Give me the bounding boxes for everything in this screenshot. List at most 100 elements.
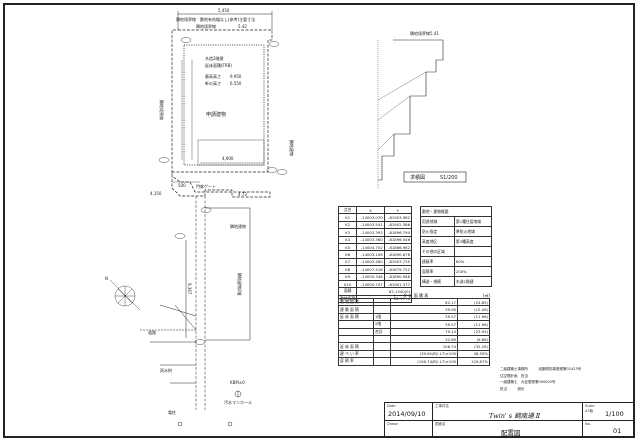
reg-title-row: 敷地・建物概要	[420, 206, 492, 217]
table-row: K2-14003.541-81902.386	[337, 220, 413, 230]
project-name: Twin' s 鋼南通 Ⅱ	[489, 412, 541, 420]
neighbor-right: 隣地建物	[289, 140, 295, 156]
cell: -81896.546	[383, 235, 413, 244]
cell: -14003.480	[356, 257, 385, 267]
cell: 木造2階建	[453, 276, 493, 287]
table-row: K8-14007.416-81879.722	[337, 265, 413, 274]
table-row: 防火指定準防火地域	[420, 226, 493, 237]
cell: その他の区域	[420, 246, 455, 257]
cell: -81903.982	[383, 213, 413, 222]
manhole-label: 汚水マンホール	[224, 399, 252, 405]
date-label: Date	[387, 404, 396, 408]
cell: 建蔽率	[420, 256, 455, 267]
cell: -14003.070	[356, 213, 385, 222]
cell: 129.87%	[457, 357, 490, 366]
cell: K9	[337, 272, 358, 281]
cell: -14003.106	[356, 250, 385, 259]
cell: -81886.982	[383, 242, 413, 252]
reg-title: 敷地・建物概要	[420, 206, 492, 217]
area-title-text: ト ー タ ル 面 積 表	[392, 293, 429, 298]
building-footprint	[183, 44, 265, 166]
building-step	[197, 139, 265, 166]
note-line: 一級建築士 大臣登録第000000号	[500, 380, 556, 384]
coord-header-point: 点名	[337, 205, 358, 215]
table-row: K6-14003.106-81890.676	[337, 250, 413, 259]
cell: 建 ぺ い 率	[338, 349, 374, 359]
detail-scale: S1/200	[440, 175, 458, 181]
cell	[372, 357, 391, 366]
cell	[338, 334, 374, 344]
table-row: K1-14003.070-81903.982	[337, 213, 413, 222]
dim-4150: 4,150	[150, 191, 162, 196]
cell: (24.85)	[457, 297, 490, 307]
cell	[372, 297, 391, 307]
cell: -81890.676	[383, 250, 413, 259]
road-name: 道路	[148, 329, 156, 335]
detail-dim: 5.41	[430, 31, 439, 36]
scale-cell: Scale A3版 1/100 No. 01	[583, 403, 635, 436]
table-row: 32.60(9.86)	[338, 334, 490, 344]
floors-text: 木造2階建	[205, 55, 224, 61]
cell: -81903.735	[383, 257, 413, 267]
cell: 容積率	[420, 266, 455, 277]
building-2f: 隣地建物2階	[237, 273, 243, 296]
sheet-number: 01	[613, 427, 622, 435]
table-row: K3-14003.393-81896.794	[337, 228, 413, 237]
project-label: 工事件名	[435, 404, 449, 408]
cell: K6	[337, 250, 358, 259]
area-unit: (㎡)	[482, 293, 490, 298]
pole-label: 電柱	[168, 409, 176, 415]
table-row: K10-14000.707-81901.377	[337, 279, 413, 289]
cell: -14007.416	[356, 265, 385, 274]
regulation-table: 敷地・建物概要 用途地域第1種住居地域 防火指定準防火地域 高度地区第3種高度 …	[420, 206, 493, 287]
cell: 106.74	[389, 342, 459, 351]
cell	[372, 349, 391, 359]
drawn-label: Drawn	[387, 422, 399, 426]
cell: -14005.346	[356, 272, 385, 281]
title-block-divider	[385, 420, 633, 421]
table-row: K5-14004.702-81886.982	[337, 242, 413, 252]
cell: (11.96)	[457, 312, 490, 322]
sheet-border	[3, 3, 635, 438]
title-block: Date 2014/09/10 Drawn 工事件名 Twin' s 鋼南通 Ⅱ…	[384, 402, 634, 437]
cell: 60%	[453, 256, 493, 267]
cell: K3	[337, 228, 358, 237]
cell	[372, 334, 391, 344]
no-label: No.	[585, 422, 591, 426]
bm-label: KBM±0	[230, 380, 245, 385]
scale-label: Scale	[585, 404, 595, 408]
table-row: 用途地域第1種住居地域	[420, 216, 493, 227]
cell: 第1種住居地域	[453, 216, 493, 227]
cell: K2	[337, 220, 358, 230]
cell: 準防火地域	[453, 226, 493, 237]
cell	[338, 327, 374, 336]
date-cell: Date 2014/09/10 Drawn	[385, 403, 433, 436]
cell: 39.57	[389, 312, 459, 322]
cell	[453, 246, 493, 257]
date-value: 2014/09/10	[388, 410, 426, 418]
note-line: 住空間計画 担当	[500, 373, 528, 378]
cell: (23.93)	[457, 327, 490, 336]
gate-label: 門扉ゲート	[196, 183, 216, 189]
cell: 用途地域	[420, 216, 455, 227]
cell: 32.60	[389, 334, 459, 344]
detail-title-box	[403, 171, 467, 183]
boundary-left: 隣地境界線	[159, 100, 165, 120]
top-dimension	[177, 11, 273, 30]
cell: 79.14	[389, 327, 459, 336]
pole-icon	[177, 421, 233, 427]
office-notes: 二級建築士事務所 品鶴県知事登録第02423号 住空間計画 担当 一級建築士 大…	[500, 366, 630, 392]
cell: -81890.988	[383, 272, 413, 281]
table-row: K4-14003.360-81896.546	[337, 235, 413, 244]
cell: 200%	[453, 266, 493, 277]
cell: -14003.360	[356, 235, 385, 244]
detail-title: 求積図	[410, 174, 425, 181]
coordinate-table: 点名 X Y K1-14003.070-81903.982 K2-14003.5…	[337, 205, 413, 304]
cell: 48.55%	[457, 349, 490, 359]
